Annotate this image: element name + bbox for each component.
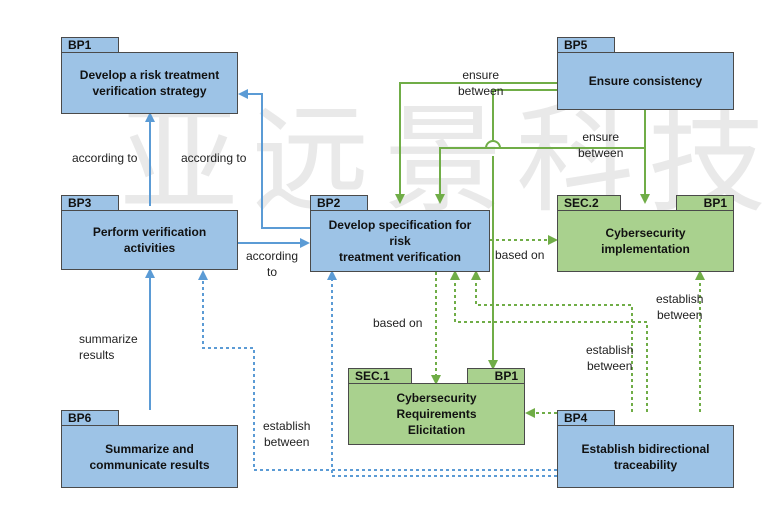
label-establish-between-3: establish between: [263, 419, 311, 449]
bp5-tag: BP5: [557, 37, 615, 53]
bp3-title: Perform verification activities: [61, 210, 238, 270]
sec2-tag2: BP1: [676, 195, 734, 211]
bp2-title-text: Develop specification for risk treatment…: [328, 218, 472, 264]
label-ensure-between-1: ensure between: [458, 68, 504, 98]
label-summarize-results: summarize results: [79, 332, 138, 362]
sec2-tag: SEC.2: [557, 195, 621, 211]
bp5-title-text: Ensure consistency: [588, 74, 703, 88]
edge-bp4-bp2: [327, 270, 557, 477]
sec1-package[interactable]: SEC.1 BP1 Cybersecurity Requirements Eli…: [348, 368, 525, 445]
edge-bp5-bp2: [395, 82, 557, 204]
bp5-package[interactable]: BP5 Ensure consistency: [557, 37, 734, 110]
bp3-package[interactable]: BP3 Perform verification activities: [61, 195, 238, 270]
bp6-title: Summarize and communicate results: [61, 425, 238, 488]
bp1-title-text: Develop a risk treatment verification st…: [79, 68, 220, 98]
bp6-title-text: Summarize and communicate results: [89, 441, 210, 472]
sec1-title: Cybersecurity Requirements Elicitation: [348, 383, 525, 445]
sec1-tag2: BP1: [467, 368, 525, 384]
label-based-on-1: based on: [495, 248, 545, 262]
bp1-title: Develop a risk treatment verification st…: [61, 52, 238, 114]
sec2-title-text: Cybersecurity implementation: [601, 226, 690, 256]
bp4-title-text: Establish bidirectional traceability: [581, 441, 710, 472]
bp1-package[interactable]: BP1 Develop a risk treatment verificatio…: [61, 37, 238, 114]
bp4-package[interactable]: BP4 Establish bidirectional traceability: [557, 410, 734, 488]
bp5-title: Ensure consistency: [557, 52, 734, 110]
bp4-tag: BP4: [557, 410, 615, 426]
sec2-title: Cybersecurity implementation: [557, 210, 734, 272]
bp6-package[interactable]: BP6 Summarize and communicate results: [61, 410, 238, 488]
edge-bp2-bp1: [238, 89, 310, 229]
bp2-package[interactable]: BP2 Develop specification for risk treat…: [310, 195, 490, 272]
label-establish-between-2: establish between: [586, 343, 634, 373]
label-establish-between-1: establish between: [656, 292, 704, 322]
label-according-to-3: according to: [246, 249, 299, 279]
sec1-title-text: Cybersecurity Requirements Elicitation: [396, 391, 477, 437]
bp1-tag: BP1: [61, 37, 119, 53]
label-based-on-2: based on: [373, 316, 423, 330]
bp2-title: Develop specification for risk treatment…: [310, 210, 490, 272]
edge-bp4-bp2-green: [450, 270, 648, 412]
bp2-tag: BP2: [310, 195, 368, 211]
sec1-tag: SEC.1: [348, 368, 412, 384]
edge-hop: [485, 140, 501, 149]
sec2-package[interactable]: SEC.2 BP1 Cybersecurity implementation: [557, 195, 734, 272]
label-according-to-1: according to: [72, 151, 138, 165]
edge-bp5-sec1: [493, 89, 557, 368]
bp3-title-text: Perform verification activities: [92, 225, 207, 255]
label-ensure-between-2: ensure between: [578, 130, 624, 160]
bp6-tag: BP6: [61, 410, 119, 426]
bp4-title: Establish bidirectional traceability: [557, 425, 734, 488]
edge-bp5-sec2b: [435, 147, 645, 204]
label-according-to-2: according to: [181, 151, 247, 165]
bp3-tag: BP3: [61, 195, 119, 211]
